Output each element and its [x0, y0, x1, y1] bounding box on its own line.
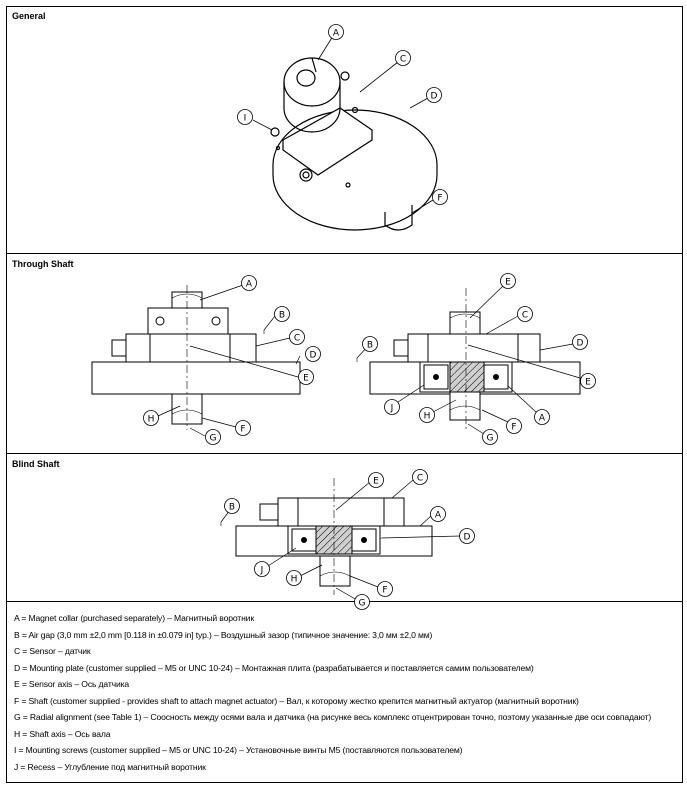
svg-text:C: C: [294, 334, 300, 344]
callout-A-through-right: A: [534, 409, 550, 425]
svg-text:C: C: [522, 311, 528, 321]
callout-H-blind: H: [286, 570, 302, 586]
callout-C-blind: C: [412, 469, 428, 485]
svg-text:H: H: [424, 412, 431, 422]
callout-A-blind: A: [430, 506, 446, 522]
svg-text:G: G: [210, 434, 217, 444]
legend-item-f: F = Shaft (customer supplied - provides …: [14, 695, 579, 706]
svg-text:G: G: [359, 599, 366, 609]
legend: A = Magnet collar (purchased separately)…: [14, 610, 674, 775]
callout-H-through-left: H: [143, 410, 159, 426]
callout-D-through-right: D: [572, 334, 588, 350]
svg-text:A: A: [435, 511, 442, 521]
callout-F-through-left: F: [235, 420, 251, 436]
svg-text:C: C: [417, 474, 423, 484]
legend-item-c: C = Sensor – датчик: [14, 646, 91, 657]
callout-F-blind: F: [377, 581, 393, 597]
callout-C-through-right: C: [517, 306, 533, 322]
svg-text:H: H: [291, 575, 298, 585]
callout-C-through-left: C: [289, 329, 305, 345]
general-callouts: [252, 35, 434, 214]
callout-J-blind: J: [254, 561, 270, 577]
svg-text:B: B: [279, 311, 285, 321]
section-title-blind-shaft: Blind Shaft: [12, 459, 60, 469]
svg-text:A: A: [246, 280, 253, 290]
svg-text:F: F: [437, 194, 442, 204]
callout-G-through-right: G: [482, 429, 498, 445]
svg-text:J: J: [260, 566, 264, 576]
section-title-general: General: [12, 11, 46, 21]
callout-E2-through-right: E: [580, 373, 596, 389]
callout-H-through-right: H: [419, 407, 435, 423]
legend-item-g: G = Radial alignment (see Table 1) – Соо…: [14, 711, 652, 722]
callout-F-through-right: F: [506, 418, 522, 434]
callout-E-through-left: E: [298, 369, 314, 385]
svg-text:J: J: [390, 404, 394, 414]
svg-text:D: D: [464, 533, 471, 543]
diagram-canvas: A C D I F A B C D: [91, 24, 596, 610]
blind-shaft-drawing: [220, 478, 433, 595]
callout-A-through-left: A: [241, 275, 257, 291]
through-shaft-right-leaders: [356, 284, 581, 435]
svg-text:E: E: [373, 477, 379, 487]
svg-text:B: B: [367, 341, 373, 351]
svg-text:C: C: [400, 55, 406, 65]
callout-B-blind: B: [224, 498, 240, 514]
svg-text:D: D: [431, 92, 438, 102]
svg-text:D: D: [577, 339, 584, 349]
section-general: [6, 6, 683, 254]
svg-text:F: F: [240, 425, 245, 435]
svg-text:F: F: [382, 586, 387, 596]
section-blind-shaft: [6, 454, 683, 602]
legend-item-a: A = Magnet collar (purchased separately)…: [14, 613, 254, 623]
figure-frame: [6, 6, 683, 783]
svg-text:A: A: [539, 414, 546, 424]
callout-G-blind: G: [354, 594, 370, 610]
through-shaft-right-drawing: [356, 288, 581, 430]
svg-text:D: D: [310, 351, 317, 361]
general-illustration: [270, 57, 438, 231]
callout-I-general: I: [237, 109, 253, 125]
legend-item-d: D = Mounting plate (customer supplied – …: [14, 662, 534, 673]
callout-D-blind: D: [459, 528, 475, 544]
callout-B-through-left: B: [274, 306, 290, 322]
legend-item-h: H = Shaft axis – Ось вала: [14, 728, 111, 739]
legend-item-j: J = Recess – Углубление под магнитный во…: [14, 761, 206, 772]
callout-C-general: C: [395, 50, 411, 66]
through-shaft-left-drawing: [91, 285, 301, 430]
callout-B-through-right: B: [362, 336, 378, 352]
callout-J-through-right: J: [384, 399, 400, 415]
callout-F-general: F: [432, 189, 448, 205]
section-through-shaft: [6, 254, 683, 454]
callout-D-general: D: [426, 87, 442, 103]
callout-E-blind: E: [368, 472, 384, 488]
svg-text:I: I: [244, 114, 247, 124]
svg-text:E: E: [505, 278, 511, 288]
svg-text:F: F: [511, 423, 516, 433]
legend-item-i: I = Mounting screws (customer supplied –…: [14, 745, 463, 756]
callout-D-through-left: D: [305, 346, 321, 362]
callout-E-through-right: E: [500, 273, 516, 289]
callout-G-through-left: G: [205, 429, 221, 445]
legend-item-b: B = Air gap (3,0 mm ±2,0 mm [0.118 in ±0…: [14, 629, 433, 640]
callout-A-general: A: [328, 24, 344, 40]
svg-text:G: G: [487, 434, 494, 444]
section-title-through-shaft: Through Shaft: [12, 259, 74, 269]
through-shaft-left-leaders: [157, 284, 301, 437]
legend-item-e: E = Sensor axis – Ось датчика: [14, 679, 130, 690]
svg-text:H: H: [148, 415, 155, 425]
svg-text:E: E: [585, 378, 591, 388]
svg-text:B: B: [229, 503, 235, 513]
svg-text:A: A: [333, 29, 340, 39]
svg-text:E: E: [303, 374, 309, 384]
